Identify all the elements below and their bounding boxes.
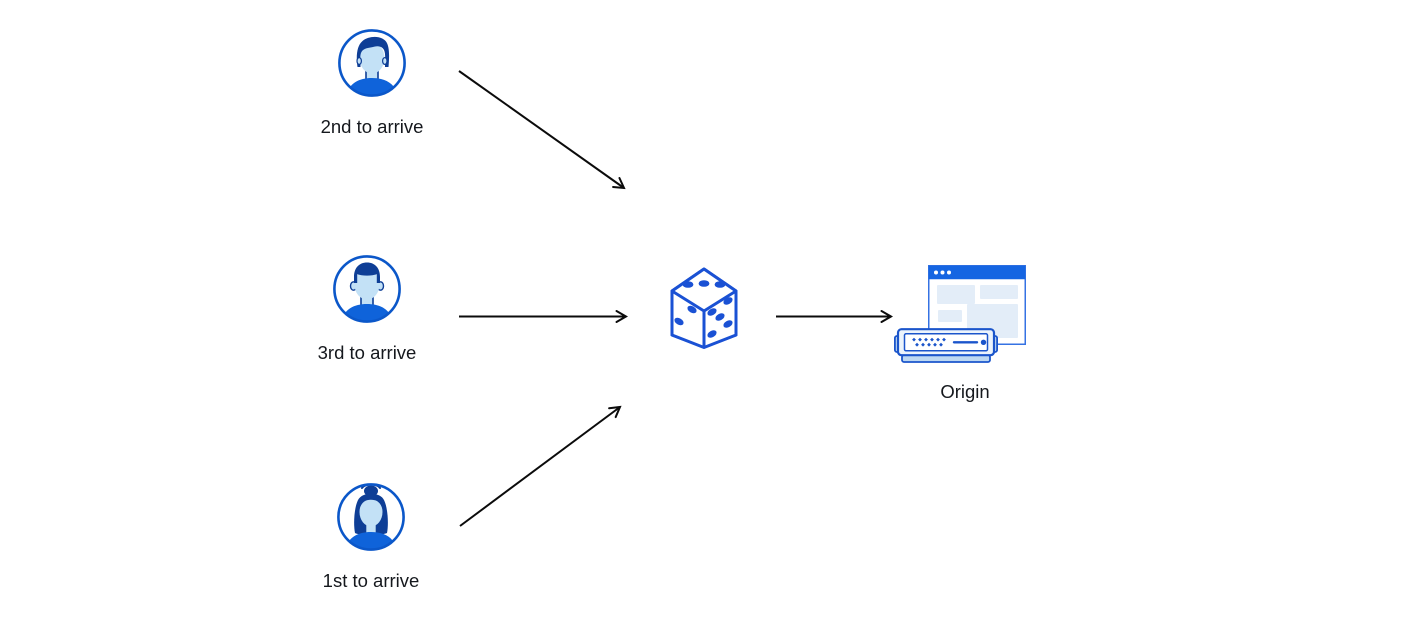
user-avatar-man-side-part-icon <box>338 29 406 97</box>
origin-node: Origin <box>884 265 1046 410</box>
node-label-3rd-to-arrive: 3rd to arrive <box>317 342 417 363</box>
arrow-2nd-to-dice <box>458 70 626 190</box>
user-node-2nd-to-arrive: 2nd to arrive <box>282 27 462 137</box>
user-node-3rd-to-arrive: 3rd to arrive <box>277 253 457 363</box>
dice-icon <box>670 267 738 349</box>
server-led-icon <box>980 339 987 345</box>
user-node-1st-to-arrive: 1st to arrive <box>281 481 461 591</box>
node-label-origin: Origin <box>940 381 990 402</box>
node-label-1st-to-arrive: 1st to arrive <box>322 570 420 591</box>
server-rack-icon <box>894 328 998 363</box>
server-vent-pattern <box>912 337 946 347</box>
node-label-2nd-to-arrive: 2nd to arrive <box>320 116 424 137</box>
user-avatar-woman-bun-icon <box>337 483 405 551</box>
arrow-1st-to-dice <box>459 405 622 527</box>
user-avatar-man-flat-top-icon <box>333 255 401 323</box>
dice-node <box>668 267 740 353</box>
